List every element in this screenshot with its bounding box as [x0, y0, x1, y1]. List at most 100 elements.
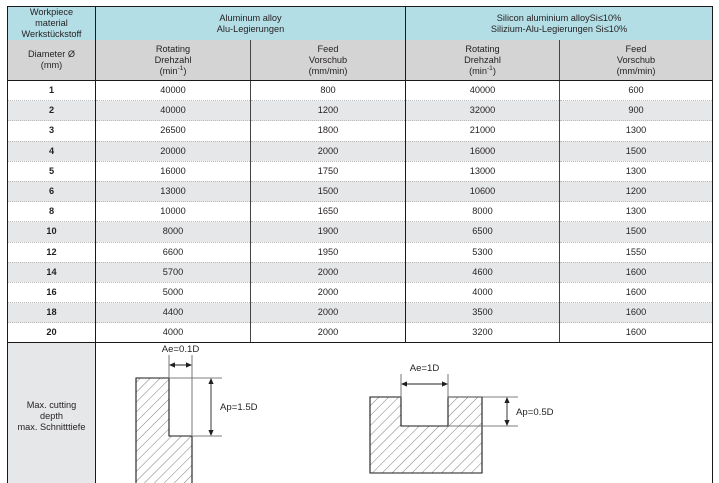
cell-si-feed: 1300: [559, 201, 714, 223]
cell-si-feed: 1500: [559, 221, 714, 243]
cell-diameter: 2: [7, 100, 96, 122]
cell-alu-rotating: 5000: [95, 282, 251, 304]
max-cutting-depth-line2: depth: [40, 411, 63, 422]
header-si-rotating-unit: (min-1): [406, 65, 559, 77]
cell-si-rotating: 3500: [405, 302, 560, 324]
cell-alu-feed: 2000: [250, 262, 406, 283]
cell-diameter: 3: [7, 120, 96, 142]
cell-alu-rotating: 20000: [95, 141, 251, 162]
unit-post: ): [183, 65, 187, 76]
cell-si-feed: 1500: [559, 141, 714, 162]
cell-si-rotating: 4600: [405, 262, 560, 283]
workpiece-body-left: [135, 377, 193, 483]
max-cutting-depth-label: Max. cutting depth max. Schnitttiefe: [7, 342, 96, 483]
cell-alu-feed: 2000: [250, 302, 406, 324]
material-group-silicon-line2: Silizium-Alu-Legierungen Si≤10%: [490, 23, 628, 34]
cell-alu-rotating: 40000: [95, 80, 251, 102]
cell-alu-rotating: 4000: [95, 322, 251, 344]
cell-si-feed: 1300: [559, 161, 714, 182]
cell-si-rotating: 10600: [405, 181, 560, 203]
cutting-data-table: Workpiece material Werkstückstoff Alumin…: [7, 6, 714, 483]
cell-diameter: 12: [7, 242, 96, 263]
unit-pre: (min: [159, 65, 178, 76]
cell-alu-feed: 1200: [250, 100, 406, 122]
header-si-rotating-line2: Drehzahl: [464, 54, 501, 65]
cell-diameter: 4: [7, 141, 96, 162]
header-alu-rotating: Rotating Drehzahl (min-1): [95, 40, 251, 81]
cell-diameter: 1: [7, 80, 96, 102]
max-cutting-depth-line3: max. Schnitttiefe: [17, 422, 86, 433]
material-group-aluminum-line1: Aluminum alloy: [219, 12, 282, 23]
cell-si-feed: 1200: [559, 181, 714, 203]
cell-alu-feed: 2000: [250, 141, 406, 162]
header-alu-feed-unit: (mm/min): [308, 65, 348, 76]
ae-arrow-left-2: [401, 381, 407, 388]
cell-alu-rotating: 16000: [95, 161, 251, 182]
header-alu-rotating-line1: Rotating: [155, 43, 191, 54]
cell-diameter: 18: [7, 302, 96, 324]
cell-alu-feed: 1500: [250, 181, 406, 203]
cutting-depth-diagrams: Ae=0.1D Ap=1.5D: [135, 344, 554, 483]
cell-alu-rotating: 13000: [95, 181, 251, 203]
cell-si-feed: 900: [559, 100, 714, 122]
header-si-feed-line2: Vorschub: [616, 54, 656, 65]
cell-alu-feed: 800: [250, 80, 406, 102]
ap-label-left: Ap=1.5D: [220, 402, 258, 413]
diameter-header-line2: (mm): [40, 60, 63, 70]
corner-header-cell: Workpiece material Werkstückstoff: [7, 6, 96, 40]
cell-alu-rotating: 4400: [95, 302, 251, 324]
header-si-feed: Feed Vorschub (mm/min): [559, 40, 714, 81]
cell-alu-feed: 2000: [250, 282, 406, 304]
cell-si-rotating: 16000: [405, 141, 560, 162]
column-header-row: Diameter Ø (mm) Rotating Drehzahl (min-1…: [7, 40, 714, 81]
cell-diameter: 10: [7, 221, 96, 243]
header-alu-feed-line2: Vorschub: [308, 54, 348, 65]
cell-si-feed: 1600: [559, 262, 714, 283]
cell-si-rotating: 13000: [405, 161, 560, 182]
corner-header-line3: Werkstückstoff: [21, 29, 82, 39]
cell-si-rotating: 5300: [405, 242, 560, 263]
cell-si-feed: 1600: [559, 282, 714, 304]
cell-alu-rotating: 40000: [95, 100, 251, 122]
ae-label-right: Ae=1D: [410, 363, 440, 374]
cell-alu-feed: 1900: [250, 221, 406, 243]
cell-si-feed: 1600: [559, 302, 714, 324]
ae-arrow-left: [169, 362, 175, 369]
diameter-header-line1: Diameter Ø: [28, 49, 75, 59]
header-si-feed-line1: Feed: [625, 43, 647, 54]
material-group-silicon-line1: Silicon aluminium alloySi≤10%: [496, 12, 622, 23]
ae-label-left: Ae=0.1D: [162, 344, 200, 355]
ap-arrow-top: [208, 378, 214, 385]
material-group-aluminum: Aluminum alloy Alu-Legierungen: [95, 6, 406, 40]
max-cutting-depth-line1: Max. cutting: [26, 400, 77, 411]
ap-arrow-bottom: [208, 430, 214, 437]
cell-alu-rotating: 8000: [95, 221, 251, 243]
diagram-wrap: Ae=0.1D Ap=1.5D: [96, 343, 712, 483]
cell-alu-rotating: 26500: [95, 120, 251, 142]
header-si-feed-unit: (mm/min): [616, 65, 656, 76]
cell-diameter: 16: [7, 282, 96, 304]
header-alu-rotating-unit: (min-1): [96, 65, 250, 77]
diameter-header-cell: Diameter Ø (mm): [7, 40, 96, 81]
ap-arrow-top-2: [504, 397, 510, 404]
cell-alu-feed: 1950: [250, 242, 406, 263]
cell-si-rotating: 3200: [405, 322, 560, 344]
cell-si-rotating: 6500: [405, 221, 560, 243]
cell-si-rotating: 32000: [405, 100, 560, 122]
cell-alu-rotating: 5700: [95, 262, 251, 283]
header-si-rotating-line1: Rotating: [465, 43, 500, 54]
